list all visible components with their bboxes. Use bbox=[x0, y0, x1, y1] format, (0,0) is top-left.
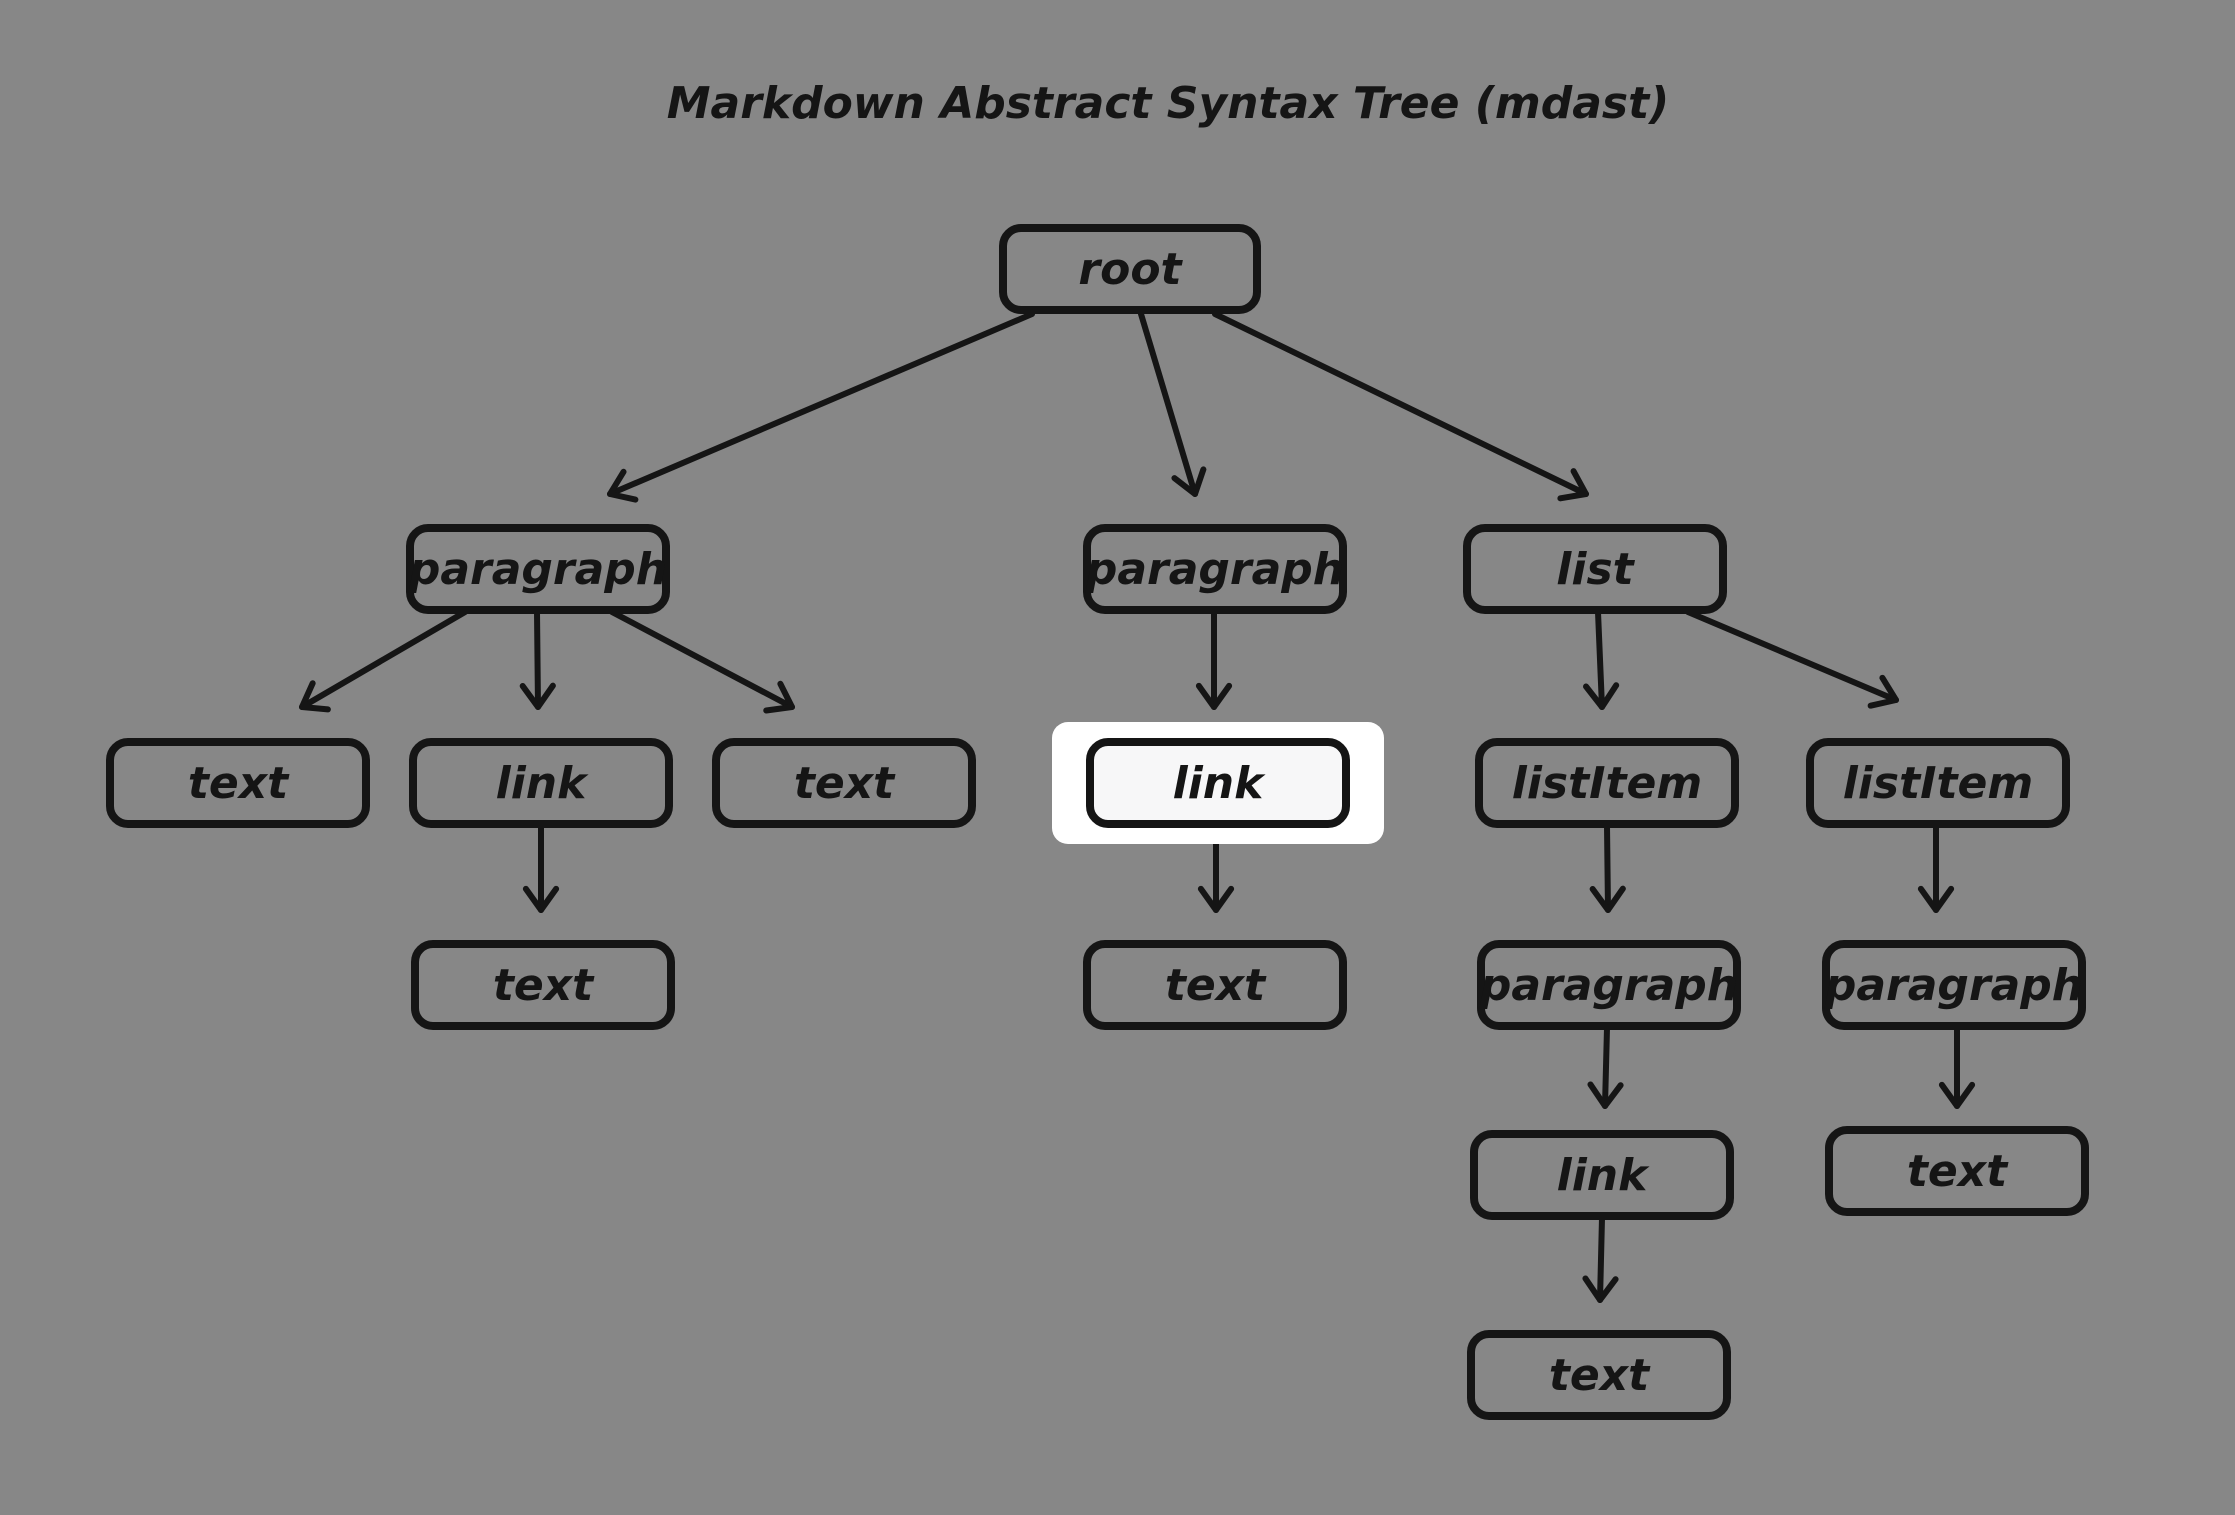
edge-p1-to-p1_link bbox=[519, 609, 556, 710]
node-box bbox=[106, 738, 370, 828]
node-fill bbox=[1090, 742, 1346, 824]
node-box bbox=[999, 224, 1261, 314]
node-label: text bbox=[1549, 1350, 1651, 1401]
node-box bbox=[1467, 1330, 1731, 1420]
edge-p1-to-p1_text_a bbox=[299, 609, 468, 713]
node-p2_link: link bbox=[1052, 722, 1384, 844]
arrowhead-icon bbox=[299, 680, 331, 713]
node-p2: paragraph bbox=[1083, 524, 1347, 614]
node-li2_text: text bbox=[1825, 1126, 2089, 1216]
node-box bbox=[712, 738, 976, 828]
edge-line bbox=[1602, 1025, 1610, 1109]
node-box bbox=[411, 940, 675, 1030]
diagram-title: Markdown Abstract Syntax Tree (mdast) bbox=[667, 78, 1670, 129]
node-p2_link_text: text bbox=[1083, 940, 1347, 1030]
node-label: text bbox=[493, 960, 595, 1011]
edge-list-to-li2 bbox=[1685, 609, 1899, 709]
node-box bbox=[1470, 1130, 1734, 1220]
node-box bbox=[406, 524, 670, 614]
edge-p1_link-to-p1_link_text bbox=[522, 823, 560, 913]
node-box bbox=[1475, 738, 1739, 828]
edge-p1-to-p1_text_b bbox=[609, 609, 795, 714]
node-box bbox=[1086, 738, 1350, 828]
arrowhead-icon bbox=[1938, 1081, 1976, 1109]
node-box bbox=[1825, 1126, 2089, 1216]
edge-line bbox=[1685, 609, 1899, 703]
node-li1_p: paragraph bbox=[1477, 940, 1741, 1030]
node-box bbox=[1463, 524, 1727, 614]
node-p1: paragraph bbox=[406, 524, 670, 614]
node-p1_text_a: text bbox=[106, 738, 370, 828]
edge-line bbox=[1212, 311, 1589, 497]
node-p1_text_b: text bbox=[712, 738, 976, 828]
edge-root-to-list bbox=[1212, 311, 1589, 502]
node-root: root bbox=[999, 224, 1261, 314]
arrowhead-icon bbox=[763, 680, 795, 714]
arrowhead-icon bbox=[607, 468, 639, 503]
node-label: paragraph bbox=[1479, 960, 1738, 1011]
edge-line bbox=[1597, 1215, 1605, 1303]
edge-root-to-p2 bbox=[1138, 311, 1207, 497]
edge-line bbox=[299, 609, 468, 710]
arrowhead-icon bbox=[1171, 466, 1207, 497]
node-li1_link_text: text bbox=[1467, 1330, 1731, 1420]
arrowhead-icon bbox=[1867, 674, 1899, 709]
node-li2_p: paragraph bbox=[1822, 940, 2086, 1030]
arrowhead-icon bbox=[1582, 1275, 1619, 1303]
edge-line bbox=[607, 311, 1035, 497]
node-box bbox=[409, 738, 673, 828]
edge-line bbox=[534, 609, 541, 710]
node-p1_link_text: text bbox=[411, 940, 675, 1030]
node-p1_link: link bbox=[409, 738, 673, 828]
node-label: root bbox=[1078, 244, 1183, 295]
node-label: listItem bbox=[1843, 758, 2033, 809]
arrowhead-icon bbox=[1917, 885, 1955, 913]
node-label: text bbox=[1907, 1146, 2009, 1197]
node-li1_link: link bbox=[1470, 1130, 1734, 1220]
node-box bbox=[1083, 940, 1347, 1030]
edges-layer bbox=[299, 311, 1976, 1303]
edge-li2-to-li2_p bbox=[1917, 823, 1955, 913]
node-box bbox=[1806, 738, 2070, 828]
edge-p2-to-p2_link bbox=[1195, 609, 1233, 710]
edge-li2_p-to-li2_text bbox=[1938, 1025, 1976, 1109]
edge-root-to-p1 bbox=[607, 311, 1035, 503]
arrowhead-icon bbox=[1587, 1081, 1624, 1109]
node-label: text bbox=[794, 758, 896, 809]
arrowhead-icon bbox=[522, 885, 560, 913]
edge-line bbox=[1595, 609, 1605, 710]
node-box bbox=[1822, 940, 2086, 1030]
node-label: listItem bbox=[1512, 758, 1702, 809]
edge-line bbox=[1138, 311, 1198, 497]
node-label: link bbox=[1557, 1150, 1650, 1201]
node-li2: listItem bbox=[1806, 738, 2070, 828]
node-list: list bbox=[1463, 524, 1727, 614]
nodes-layer: root paragraph text link text text paragraph li… bbox=[106, 224, 2089, 1420]
arrowhead-icon bbox=[1583, 682, 1620, 710]
edge-li1_link-to-li1_link_text bbox=[1582, 1215, 1619, 1303]
node-box bbox=[1083, 524, 1347, 614]
node-li1: listItem bbox=[1475, 738, 1739, 828]
edge-line bbox=[1604, 823, 1611, 913]
node-label: link bbox=[496, 758, 589, 809]
edge-list-to-li1 bbox=[1583, 609, 1620, 710]
arrowhead-icon bbox=[519, 682, 556, 710]
node-label: text bbox=[1165, 960, 1267, 1011]
node-box bbox=[1477, 940, 1741, 1030]
node-label: text bbox=[188, 758, 290, 809]
node-label: list bbox=[1556, 544, 1635, 595]
arrowhead-icon bbox=[1557, 468, 1589, 502]
node-label: paragraph bbox=[1085, 544, 1344, 595]
arrowhead-icon bbox=[1589, 885, 1626, 913]
edge-li1-to-li1_p bbox=[1589, 823, 1626, 913]
arrowhead-icon bbox=[1197, 885, 1235, 913]
node-label: paragraph bbox=[408, 544, 667, 595]
arrowhead-icon bbox=[1195, 682, 1233, 710]
node-label: paragraph bbox=[1824, 960, 2083, 1011]
node-label: link bbox=[1173, 758, 1266, 809]
edge-line bbox=[609, 609, 795, 710]
edge-li1_p-to-li1_link bbox=[1587, 1025, 1624, 1109]
